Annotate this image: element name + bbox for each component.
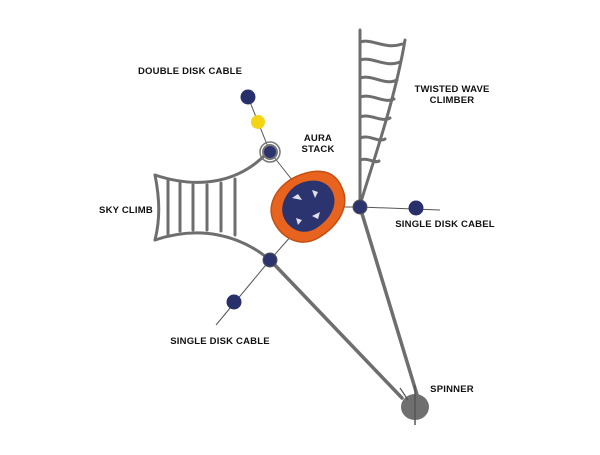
single-disk-cabel-line xyxy=(359,206,441,211)
navy-disk-double xyxy=(240,89,256,105)
navy-disk-single-left xyxy=(226,294,242,310)
spinner-handle xyxy=(399,387,409,401)
climber-rung xyxy=(358,135,387,142)
connector-bottom xyxy=(262,252,278,268)
climber-rung xyxy=(358,94,396,102)
spinner xyxy=(399,385,429,425)
label-sky-climb: SKY CLIMB xyxy=(99,205,153,216)
connector-ring xyxy=(259,141,281,163)
climber-rung xyxy=(358,39,404,48)
connector-top xyxy=(262,144,278,160)
climber-rung xyxy=(358,157,381,164)
label-aura-stack: AURA STACK xyxy=(296,133,340,155)
sky-climb-bottom-rail xyxy=(153,231,272,262)
frame-arms xyxy=(268,205,420,400)
label-double-disk-cable: DOUBLE DISK CABLE xyxy=(138,66,243,77)
climber-rung xyxy=(358,75,399,84)
climber-right-rail xyxy=(358,38,407,207)
connectors xyxy=(259,141,368,268)
connector-right xyxy=(352,199,368,215)
sky-climb xyxy=(153,150,272,262)
label-spinner: SPINNER xyxy=(430,384,474,395)
frame-arm-left xyxy=(268,258,404,400)
label-twisted-wave-climber: TWISTED WAVE CLIMBER xyxy=(402,84,502,106)
aura-disk-holes xyxy=(292,190,320,225)
cable-disks xyxy=(226,89,424,310)
navy-disk-single-right xyxy=(408,200,424,216)
twisted-wave-climber xyxy=(358,28,407,207)
label-aura-line2: STACK xyxy=(301,144,335,155)
climber-rung xyxy=(358,114,392,121)
aura-stack xyxy=(270,170,346,243)
climber-rung xyxy=(358,57,402,66)
label-twisted-wave-line1: TWISTED WAVE xyxy=(414,84,490,95)
sky-climb-end xyxy=(153,173,161,242)
yellow-disk-double xyxy=(251,115,265,129)
sky-climb-top-rail xyxy=(153,150,270,184)
single-disk-cable-line xyxy=(215,259,271,326)
frame-arm-right xyxy=(358,205,420,400)
label-single-disk-cable: SINGLE DISK CABLE xyxy=(170,336,270,347)
label-twisted-wave-line2: CLIMBER xyxy=(429,95,475,106)
label-single-disk-cabel: SINGLE DISK CABEL xyxy=(395,219,495,230)
aura-navy-disk xyxy=(282,180,335,232)
label-aura-line1: AURA xyxy=(303,133,333,144)
